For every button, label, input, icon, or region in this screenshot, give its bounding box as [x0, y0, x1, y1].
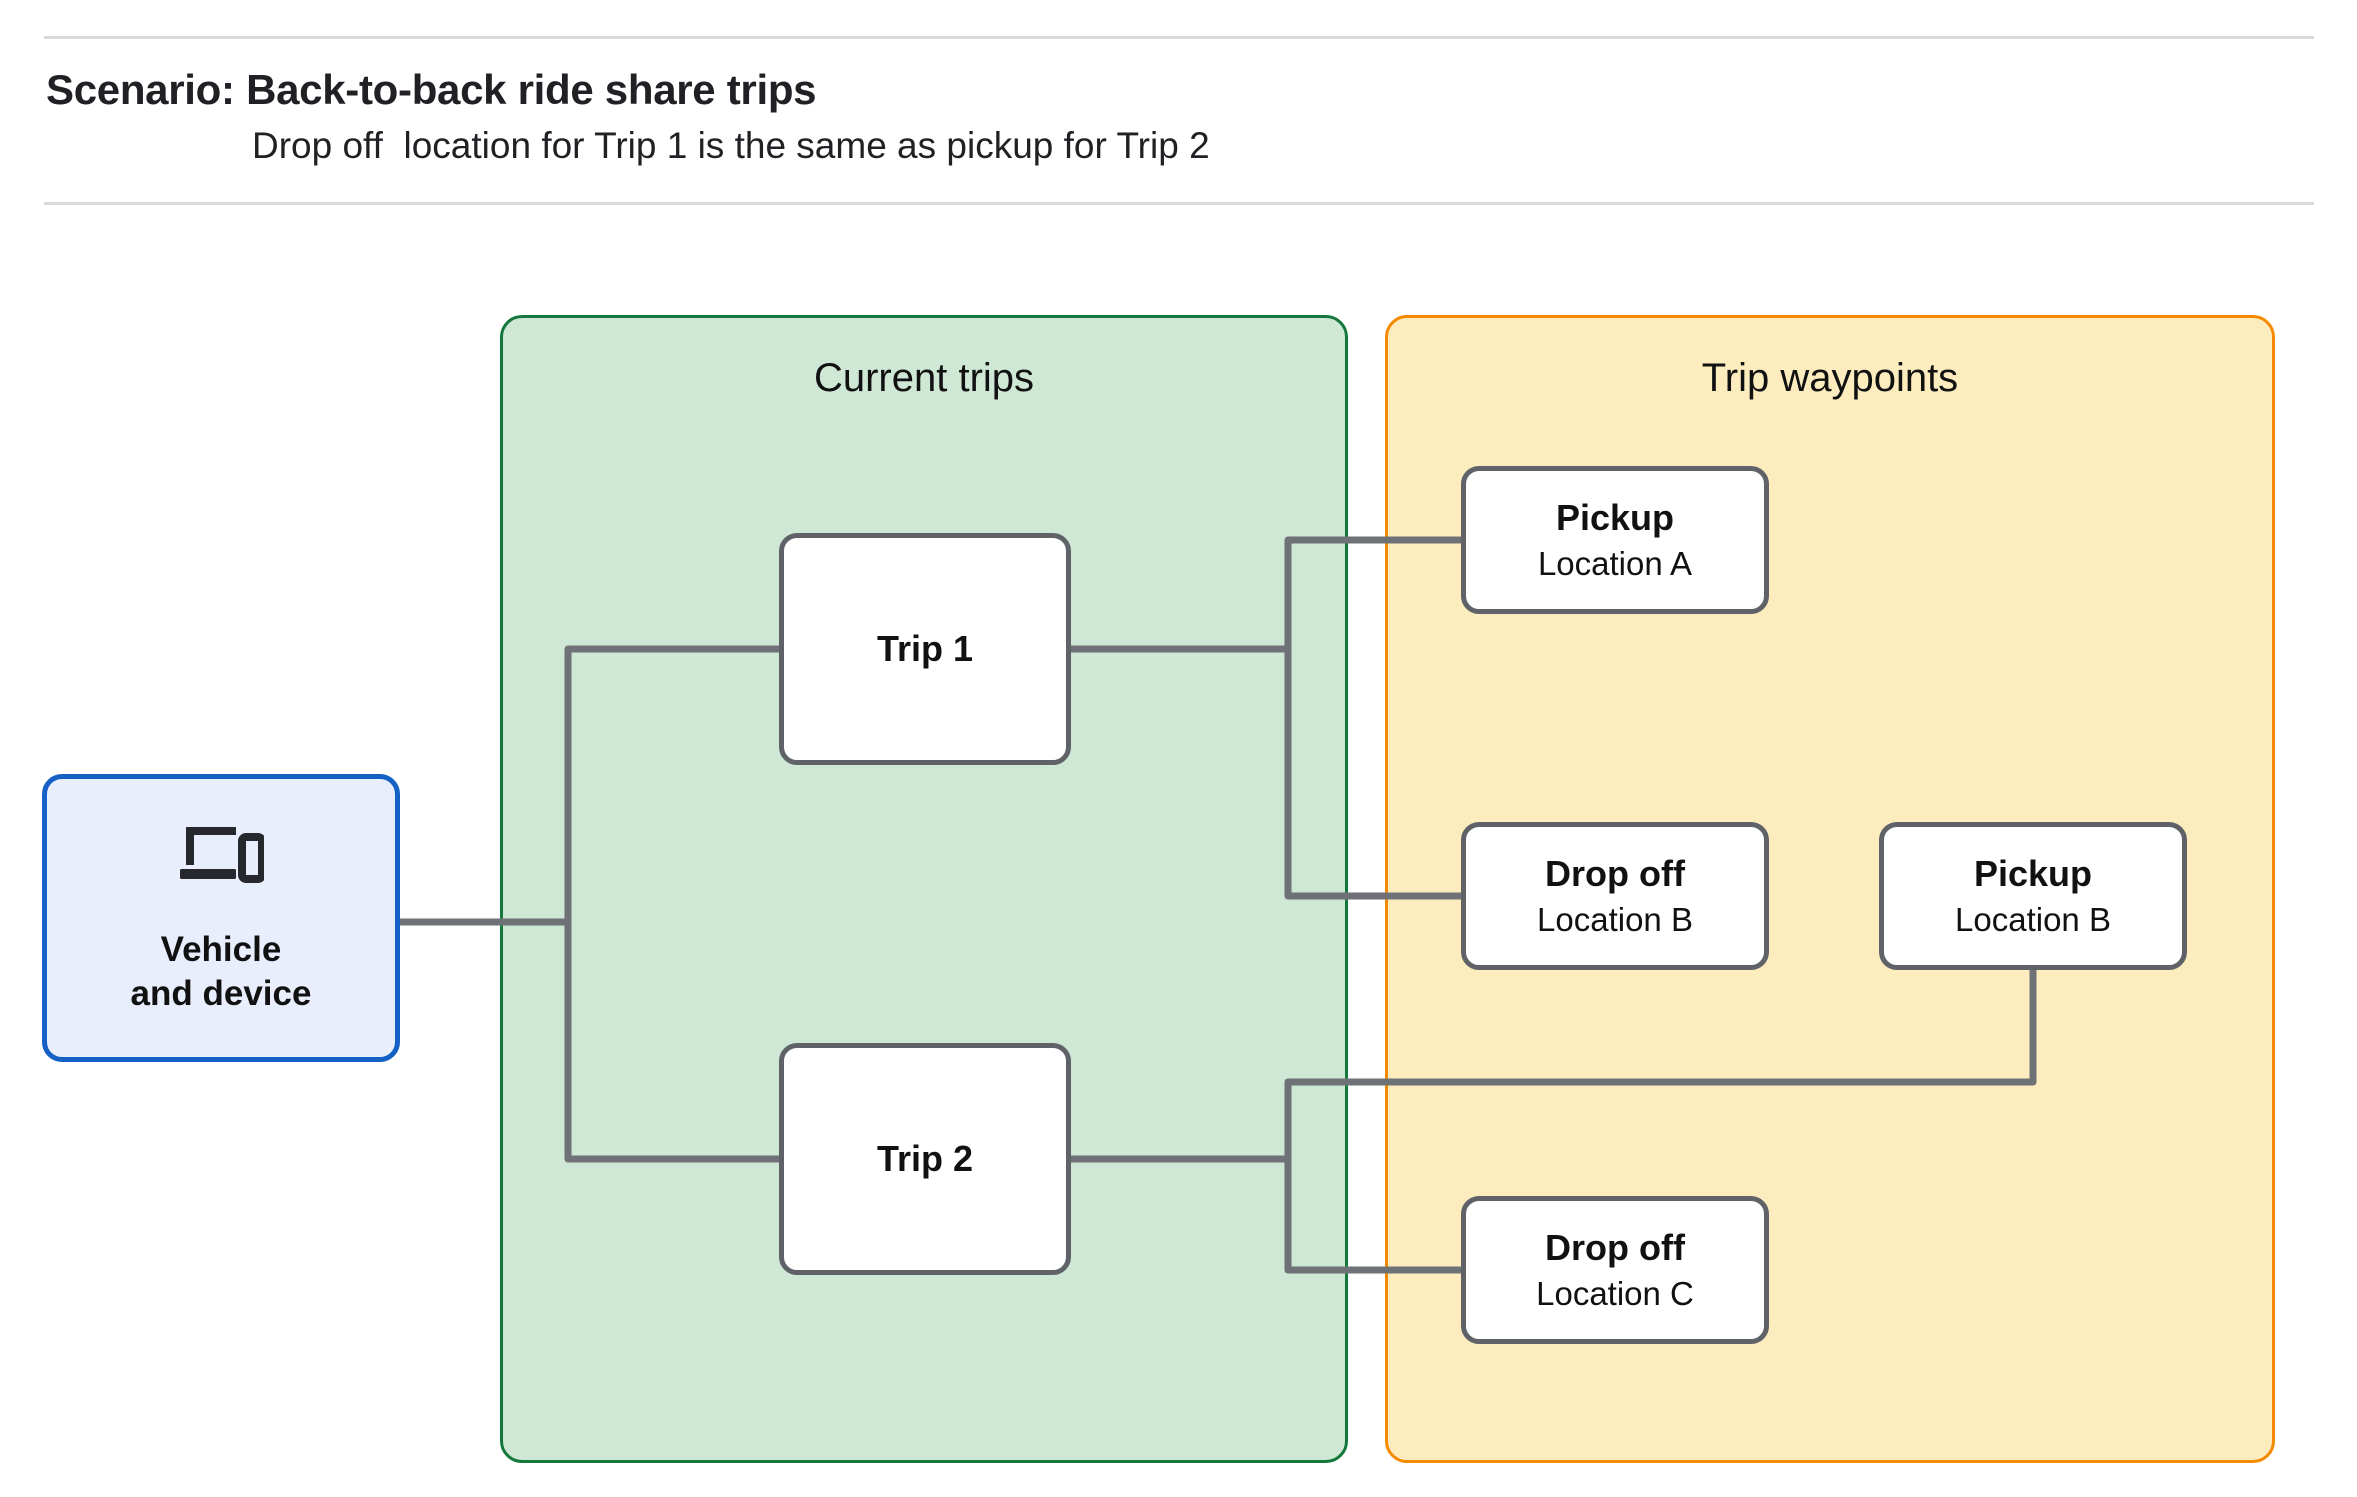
waypoint-type-label: Drop off: [1545, 852, 1685, 894]
group-trip-waypoints-label: Trip waypoints: [1701, 356, 1959, 400]
node-vehicle-label: Vehicle and device: [130, 929, 312, 1013]
group-current-trips-label: Current trips: [813, 356, 1035, 400]
waypoint-type-label: Pickup: [1555, 496, 1675, 538]
waypoint-location-label: Location B: [1537, 900, 1693, 938]
header-divider-top: [44, 36, 2314, 39]
header-divider-bottom: [44, 202, 2314, 205]
waypoint-location-label: Location B: [1955, 900, 2111, 938]
devices-icon: [178, 821, 266, 888]
group-current-trips: Current trips: [500, 315, 1348, 1463]
node-vehicle-and-device[interactable]: Vehicle and device: [42, 774, 400, 1062]
page-subtitle: Drop off location for Trip 1 is the same…: [252, 125, 1210, 166]
page-title: Scenario: Back-to-back ride share trips: [46, 66, 817, 113]
waypoint-location-label: Location A: [1537, 544, 1693, 582]
node-trip-2-label: Trip 2: [876, 1138, 974, 1180]
node-waypoint-pickup-a[interactable]: Pickup Location A: [1461, 466, 1769, 614]
waypoint-type-label: Pickup: [1973, 852, 2093, 894]
node-trip-1-label: Trip 1: [876, 628, 974, 670]
node-trip-1[interactable]: Trip 1: [779, 533, 1071, 765]
node-waypoint-dropoff-c[interactable]: Drop off Location C: [1461, 1196, 1769, 1344]
node-trip-2[interactable]: Trip 2: [779, 1043, 1071, 1275]
node-waypoint-pickup-b[interactable]: Pickup Location B: [1879, 822, 2187, 970]
node-waypoint-dropoff-b[interactable]: Drop off Location B: [1461, 822, 1769, 970]
waypoint-type-label: Drop off: [1545, 1226, 1685, 1268]
waypoint-location-label: Location C: [1536, 1274, 1694, 1312]
